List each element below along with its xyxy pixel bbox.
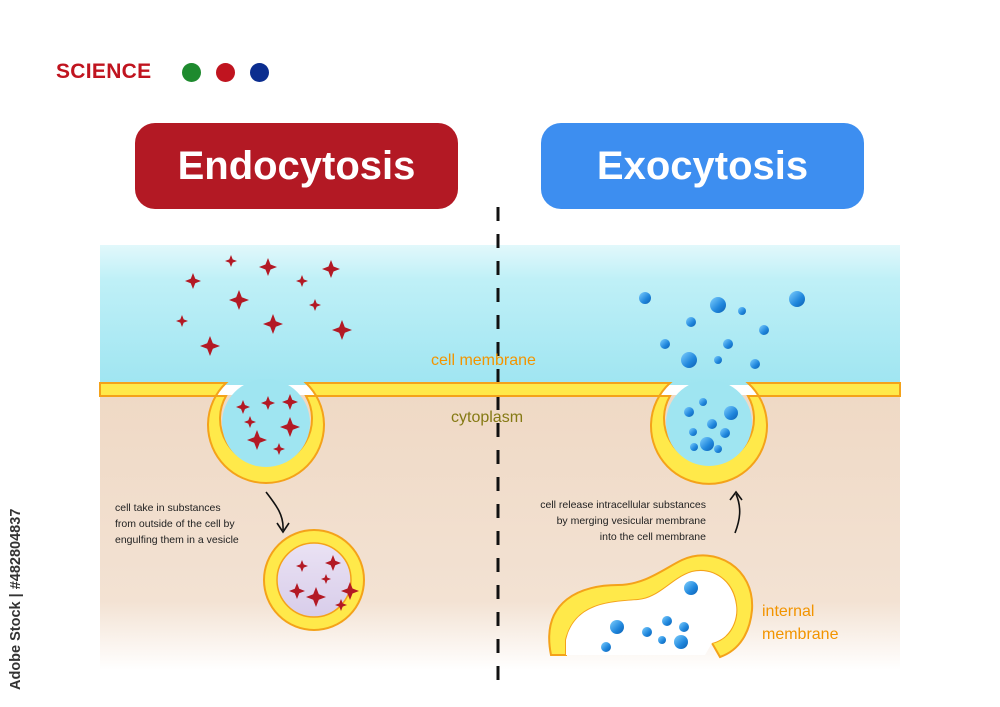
bead-substance-icon bbox=[639, 292, 651, 304]
internal-membrane-label-line: internal bbox=[762, 603, 815, 620]
substance-beads bbox=[601, 291, 805, 652]
star-substance-icon bbox=[261, 396, 275, 410]
star-substance-icon bbox=[263, 314, 283, 334]
bead-substance-icon bbox=[684, 581, 698, 595]
bead-substance-icon bbox=[723, 339, 733, 349]
star-substance-icon bbox=[321, 574, 331, 584]
bead-substance-icon bbox=[699, 398, 707, 406]
internal-membrane-label: internal membrane bbox=[762, 600, 838, 646]
star-substance-icon bbox=[332, 320, 352, 340]
bead-substance-icon bbox=[686, 317, 696, 327]
endocytosis-description: cell take in substances from outside of … bbox=[115, 500, 239, 548]
bead-substance-icon bbox=[759, 325, 769, 335]
star-substance-icon bbox=[229, 290, 249, 310]
bead-substance-icon bbox=[750, 359, 760, 369]
curved-arrow-icon bbox=[734, 493, 741, 534]
bead-substance-icon bbox=[738, 307, 746, 315]
red-dot-icon bbox=[216, 63, 235, 82]
bead-substance-icon bbox=[724, 406, 738, 420]
bead-substance-icon bbox=[681, 352, 697, 368]
bead-substance-icon bbox=[710, 297, 726, 313]
star-substance-icon bbox=[225, 255, 237, 267]
endocytosis-description-line: cell take in substances bbox=[115, 502, 221, 514]
bead-substance-icon bbox=[700, 437, 714, 451]
star-substance-icon bbox=[176, 315, 188, 327]
endocytosis-description-line: from outside of the cell by bbox=[115, 518, 235, 530]
endocytosis-pocket bbox=[222, 379, 310, 467]
endocytosis-description-line: engulfing them in a vesicle bbox=[115, 534, 239, 546]
substance-stars bbox=[176, 255, 359, 611]
curved-arrow-head bbox=[729, 490, 743, 501]
bead-substance-icon bbox=[714, 356, 722, 364]
star-substance-icon bbox=[306, 587, 326, 607]
bead-substance-icon bbox=[789, 291, 805, 307]
bead-substance-icon bbox=[679, 622, 689, 632]
internal-membrane-label-line: membrane bbox=[762, 626, 839, 643]
star-substance-icon bbox=[259, 258, 277, 276]
cell-membrane-label: cell membrane bbox=[431, 352, 536, 369]
bead-substance-icon bbox=[660, 339, 670, 349]
bead-substance-icon bbox=[610, 620, 624, 634]
internal-membrane-shape bbox=[548, 554, 754, 659]
curved-arrow-head bbox=[276, 522, 290, 534]
extracellular-space bbox=[100, 245, 900, 385]
exocytosis-title: Exocytosis bbox=[541, 123, 864, 209]
cytoplasm-label: cytoplasm bbox=[451, 409, 524, 426]
curved-arrow-icon bbox=[265, 491, 284, 531]
star-substance-icon bbox=[341, 582, 359, 600]
star-substance-icon bbox=[322, 260, 340, 278]
green-dot-icon bbox=[182, 63, 201, 82]
star-substance-icon bbox=[185, 273, 201, 289]
exocytosis-description-line: into the cell membrane bbox=[599, 531, 706, 543]
bead-substance-icon bbox=[658, 636, 666, 644]
star-substance-icon bbox=[282, 394, 298, 410]
exocytosis-description-line: cell release intracellular substances bbox=[540, 499, 706, 511]
star-substance-icon bbox=[325, 555, 341, 571]
star-substance-icon bbox=[289, 583, 305, 599]
star-substance-icon bbox=[247, 430, 267, 450]
star-substance-icon bbox=[244, 416, 256, 428]
bead-substance-icon bbox=[690, 443, 698, 451]
exocytosis-description-line: by merging vesicular membrane bbox=[556, 515, 706, 527]
star-substance-icon bbox=[296, 560, 308, 572]
exocytosis-description: cell release intracellular substances by… bbox=[540, 497, 706, 545]
bead-substance-icon bbox=[707, 419, 717, 429]
star-substance-icon bbox=[273, 443, 285, 455]
blue-dot-icon bbox=[250, 63, 269, 82]
bead-substance-icon bbox=[674, 635, 688, 649]
bead-substance-icon bbox=[642, 627, 652, 637]
science-brand: SCIENCE bbox=[56, 60, 152, 83]
bead-substance-icon bbox=[720, 428, 730, 438]
bead-substance-icon bbox=[684, 407, 694, 417]
star-substance-icon bbox=[335, 599, 347, 611]
bead-substance-icon bbox=[601, 642, 611, 652]
stock-caption: Adobe Stock | #482804837 bbox=[8, 508, 24, 690]
star-substance-icon bbox=[309, 299, 321, 311]
star-substance-icon bbox=[296, 275, 308, 287]
star-substance-icon bbox=[280, 417, 300, 437]
star-substance-icon bbox=[236, 400, 250, 414]
star-substance-icon bbox=[200, 336, 220, 356]
bead-substance-icon bbox=[689, 428, 697, 436]
bead-substance-icon bbox=[662, 616, 672, 626]
cell-membrane bbox=[99, 382, 901, 485]
bead-substance-icon bbox=[714, 445, 722, 453]
endocytosis-title: Endocytosis bbox=[135, 123, 458, 209]
